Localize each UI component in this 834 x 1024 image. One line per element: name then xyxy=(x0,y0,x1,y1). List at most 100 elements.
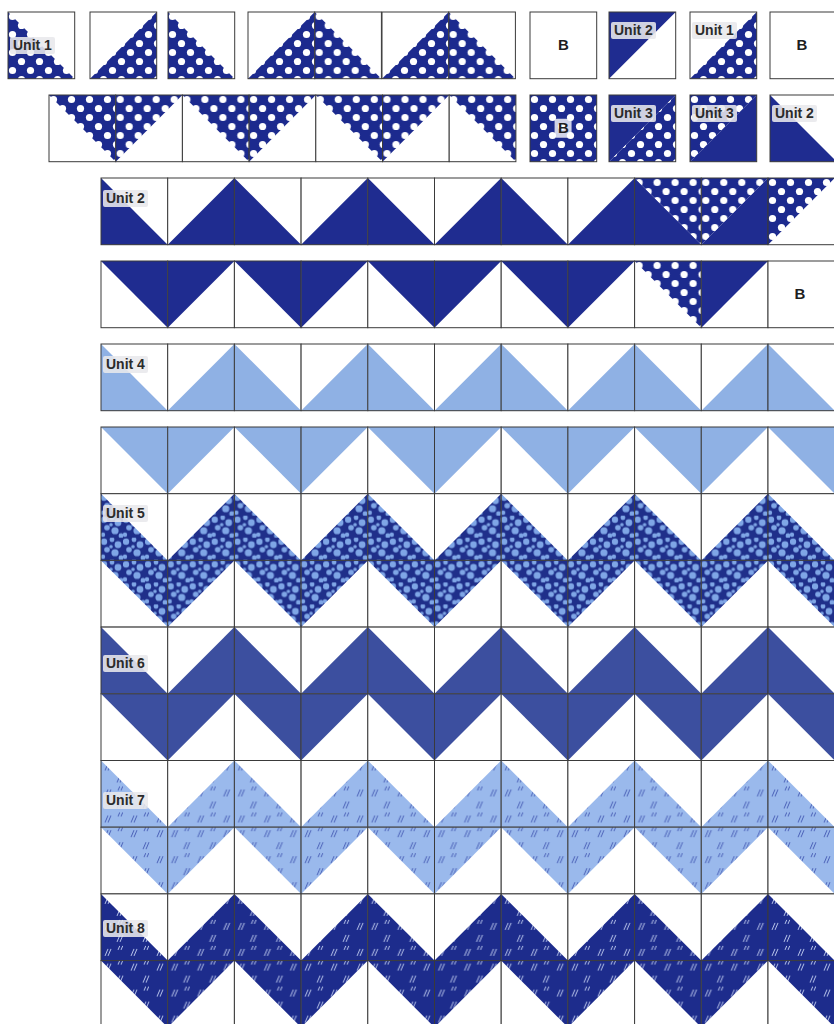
square-outline xyxy=(701,560,768,627)
square-ground xyxy=(770,12,834,79)
fabric-triangle xyxy=(168,627,235,694)
quilt-square xyxy=(449,12,516,79)
square-ground xyxy=(701,761,768,828)
square-outline xyxy=(701,761,768,828)
quilt-square xyxy=(234,894,301,961)
square-ground xyxy=(701,694,768,761)
fabric-triangle xyxy=(768,344,834,411)
quilt-square xyxy=(435,627,502,694)
square-ground xyxy=(768,627,834,694)
fabric-triangle xyxy=(635,494,702,561)
square-outline xyxy=(568,761,635,828)
square-outline xyxy=(435,627,502,694)
square-outline xyxy=(635,694,702,761)
square-outline xyxy=(234,178,301,245)
quilt-square xyxy=(301,761,368,828)
square-outline xyxy=(568,627,635,694)
quilt-square xyxy=(101,894,168,961)
square-outline xyxy=(609,95,676,162)
square-outline xyxy=(609,12,676,79)
quilt-square xyxy=(382,12,449,79)
square-ground xyxy=(301,560,368,627)
quilt-square xyxy=(8,12,75,79)
fabric-triangle xyxy=(49,95,116,162)
square-ground xyxy=(234,694,301,761)
fabric-triangle xyxy=(568,694,635,761)
quilt-square xyxy=(168,894,235,961)
square-ground xyxy=(301,827,368,894)
fabric-triangle xyxy=(609,95,676,162)
quilt-square xyxy=(368,761,435,828)
square-ground xyxy=(635,494,702,561)
square-outline xyxy=(368,761,435,828)
quilt-square xyxy=(768,694,834,761)
fabric-triangle xyxy=(635,178,702,245)
square-outline xyxy=(8,12,75,79)
quilt-square xyxy=(90,12,157,79)
fabric-triangle xyxy=(168,560,235,627)
square-outline xyxy=(101,827,168,894)
quilt-square xyxy=(568,261,635,328)
square-outline xyxy=(368,961,435,1024)
square-outline xyxy=(530,12,597,79)
square-outline xyxy=(530,95,597,162)
fabric-triangle xyxy=(368,494,435,561)
quilt-square xyxy=(768,961,834,1024)
square-ground xyxy=(768,827,834,894)
fabric-triangle xyxy=(568,627,635,694)
quilt-square xyxy=(568,694,635,761)
square-outline xyxy=(770,95,834,162)
square-ground xyxy=(501,894,568,961)
quilt-square xyxy=(768,427,834,494)
quilt-square xyxy=(234,344,301,411)
square-outline xyxy=(248,12,315,79)
quilt-square xyxy=(530,12,597,79)
unit-label: Unit 1 xyxy=(10,37,55,54)
square-outline xyxy=(234,694,301,761)
square-ground xyxy=(501,827,568,894)
square-outline xyxy=(701,427,768,494)
square-ground xyxy=(234,961,301,1024)
fabric-triangle xyxy=(568,427,635,494)
square-ground xyxy=(768,560,834,627)
square-ground xyxy=(249,95,316,162)
square-ground xyxy=(168,560,235,627)
fabric-triangle xyxy=(168,827,235,894)
square-outline xyxy=(435,894,502,961)
square-ground xyxy=(168,12,235,79)
square-outline xyxy=(234,261,301,328)
square-outline xyxy=(301,961,368,1024)
quilt-square xyxy=(234,560,301,627)
fabric-triangle xyxy=(768,961,834,1024)
fabric-triangle xyxy=(435,627,502,694)
square-ground xyxy=(635,178,702,245)
unit-label: Unit 2 xyxy=(611,22,656,39)
square-ground xyxy=(101,627,168,694)
quilt-square xyxy=(568,427,635,494)
square-outline xyxy=(234,827,301,894)
square-ground xyxy=(8,12,75,79)
square-ground xyxy=(501,494,568,561)
square-ground xyxy=(635,344,702,411)
fabric-triangle xyxy=(768,694,834,761)
fabric-triangle xyxy=(315,12,382,79)
fabric-triangle xyxy=(701,178,768,245)
square-ground xyxy=(635,961,702,1024)
square-ground xyxy=(101,560,168,627)
fabric-triangle xyxy=(368,427,435,494)
quilt-square xyxy=(101,344,168,411)
fabric-triangle xyxy=(501,627,568,694)
square-outline xyxy=(501,761,568,828)
square-ground xyxy=(301,627,368,694)
fabric-triangle xyxy=(168,344,235,411)
fabric-triangle xyxy=(701,827,768,894)
quilt-square xyxy=(701,894,768,961)
quilt-square xyxy=(168,344,235,411)
quilt-square xyxy=(701,494,768,561)
square-outline xyxy=(435,694,502,761)
quilt-square xyxy=(368,627,435,694)
square-outline xyxy=(301,694,368,761)
quilt-square xyxy=(435,827,502,894)
square-outline xyxy=(301,178,368,245)
square-outline xyxy=(301,627,368,694)
